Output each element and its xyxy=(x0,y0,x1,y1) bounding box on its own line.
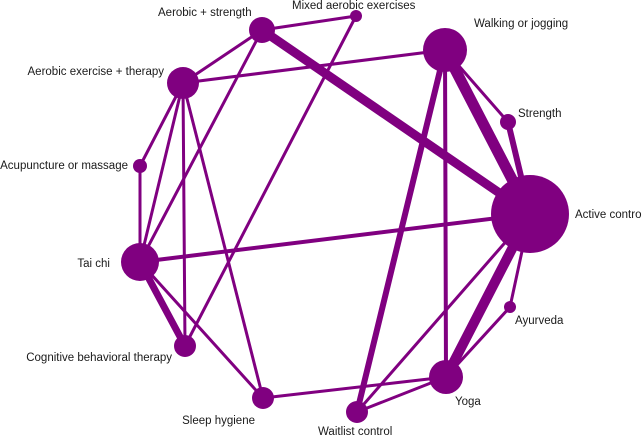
node-ayurveda xyxy=(504,301,516,313)
label-mixed-aerobic: Mixed aerobic exercises xyxy=(292,0,416,12)
label-strength: Strength xyxy=(518,108,561,120)
label-aerobic-strength: Aerobic + strength xyxy=(158,7,252,19)
edge-mixed-aerobic-cbt xyxy=(183,14,358,348)
edge-aerobic-therapy-cbt xyxy=(181,81,187,348)
node-walking-jogging xyxy=(423,28,467,72)
node-yoga xyxy=(429,360,463,394)
node-aerobic-strength xyxy=(249,17,275,43)
label-acupuncture-massage: Acupuncture or massage xyxy=(0,160,128,172)
node-mixed-aerobic xyxy=(350,10,362,22)
edge-aerobic-therapy-sleep-hygiene xyxy=(181,81,265,400)
node-sleep-hygiene xyxy=(252,387,274,409)
node-strength xyxy=(500,114,516,130)
label-yoga: Yoga xyxy=(455,396,481,408)
edge-aerobic-strength-mixed-aerobic xyxy=(260,14,358,32)
nodes-layer xyxy=(121,10,569,423)
label-tai-chi: Tai chi xyxy=(77,258,110,270)
node-tai-chi xyxy=(121,243,159,281)
node-cbt xyxy=(174,335,196,357)
node-waitlist-control xyxy=(346,401,368,423)
label-walking-jogging: Walking or jogging xyxy=(474,18,568,30)
label-ayurveda: Ayurveda xyxy=(515,315,564,327)
edge-aerobic-strength-tai-chi xyxy=(138,28,264,264)
edges-layer xyxy=(136,14,536,415)
node-active-control xyxy=(491,175,569,253)
edge-tai-chi-sleep-hygiene xyxy=(138,260,265,400)
edge-walking-jogging-yoga xyxy=(443,48,448,379)
edge-sleep-hygiene-yoga xyxy=(261,375,448,400)
node-acupuncture-massage xyxy=(133,159,147,173)
node-aerobic-therapy xyxy=(167,67,199,99)
label-cbt: Cognitive behavioral therapy xyxy=(26,352,172,364)
edge-active-control-waitlist-control xyxy=(355,212,532,414)
label-active-control: Active control xyxy=(575,209,642,221)
label-aerobic-therapy: Aerobic exercise + therapy xyxy=(28,66,165,78)
edge-aerobic-strength-active-control xyxy=(257,25,535,219)
label-sleep-hygiene: Sleep hygiene xyxy=(182,415,255,427)
edge-aerobic-therapy-walking-jogging xyxy=(181,48,447,85)
label-waitlist-control: Waitlist control xyxy=(318,426,392,437)
edge-aerobic-therapy-tai-chi xyxy=(138,81,185,264)
edge-tai-chi-active-control xyxy=(138,212,532,264)
